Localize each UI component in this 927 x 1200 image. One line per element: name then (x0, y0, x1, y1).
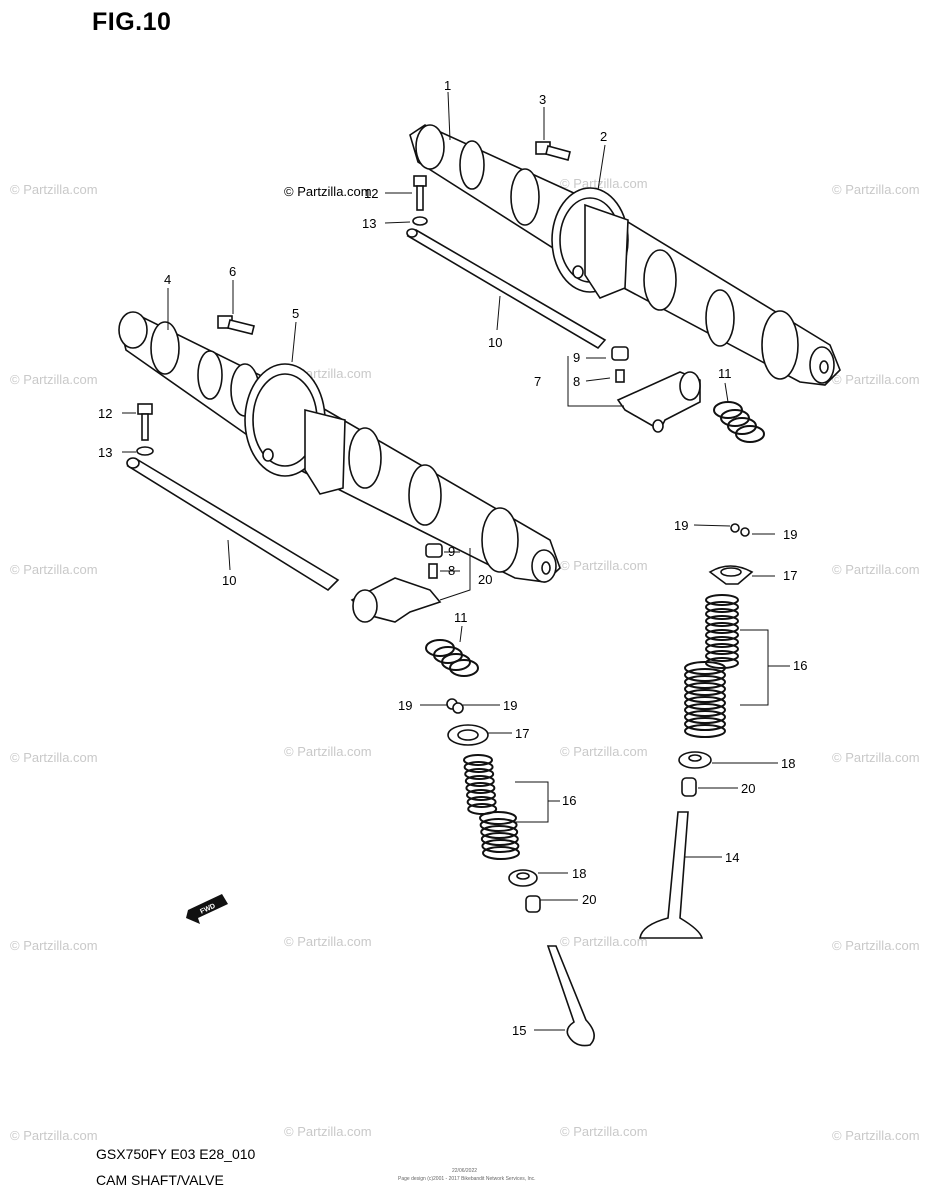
rocker-shaft-bolt-lower (136, 403, 154, 456)
watermark: © Partzilla.com (284, 934, 372, 949)
callout-16: 16 (562, 793, 576, 808)
watermark: © Partzilla.com (832, 182, 920, 197)
watermark: © Partzilla.com (832, 750, 920, 765)
callout-14: 14 (725, 850, 739, 865)
valve-cotters-left (446, 698, 464, 714)
forward-arrow-icon: FWD (186, 894, 228, 924)
section-name: CAM SHAFT/VALVE (96, 1172, 224, 1188)
callout-17: 17 (515, 726, 529, 741)
watermark: © Partzilla.com (10, 182, 98, 197)
callout-6: 6 (229, 264, 236, 279)
callout-11: 11 (718, 366, 732, 381)
callout-20: 20 (478, 572, 492, 587)
valve-left (546, 945, 595, 1047)
callout-15: 15 (512, 1023, 526, 1038)
rocker-shaft-bolt-upper (412, 175, 428, 226)
callout-13: 13 (362, 216, 376, 231)
watermark: © Partzilla.com (560, 176, 648, 191)
valve-retainer-right (708, 565, 754, 585)
rocker-spring-lower (425, 639, 479, 677)
watermark: © Partzilla.com (832, 562, 920, 577)
valve-cotters-right (730, 523, 750, 537)
callout-18: 18 (572, 866, 586, 881)
callout-11: 11 (454, 610, 468, 625)
model-code: GSX750FY E03 E28_010 (96, 1146, 256, 1162)
rocker-shaft-upper (406, 228, 607, 350)
watermarks: © Partzilla.com © Partzilla.com © Partzi… (10, 176, 920, 1143)
valve-seat-left (508, 869, 538, 887)
sprocket-bolt-upper (535, 141, 571, 161)
callout-9: 9 (448, 544, 455, 559)
watermark: © Partzilla.com (560, 934, 648, 949)
cam-sprocket-lower (244, 363, 346, 495)
callout-20: 20 (582, 892, 596, 907)
watermark: © Partzilla.com (284, 744, 372, 759)
callout-12: 12 (98, 406, 112, 421)
watermark: © Partzilla.com (560, 558, 648, 573)
callout-19: 19 (783, 527, 797, 542)
callout-4: 4 (164, 272, 171, 287)
watermark: © Partzilla.com (10, 938, 98, 953)
leader-lines (122, 91, 790, 1031)
copyright-mark: © Partzilla.com (284, 184, 372, 199)
figure-title: FIG.10 (92, 8, 172, 36)
footer-code: 22/06/2022 (452, 1168, 478, 1174)
callouts: 1 3 2 12 13 4 6 5 10 9 7 8 11 12 13 10 9… (98, 78, 807, 1038)
valve-springs-left (463, 754, 520, 860)
watermark: © Partzilla.com (10, 372, 98, 387)
callout-19: 19 (503, 698, 517, 713)
watermark: © Partzilla.com (560, 744, 648, 759)
rocker-arm-lower (350, 543, 443, 623)
valve-seal-left (525, 895, 541, 913)
valve-springs-right (684, 594, 739, 738)
watermark: © Partzilla.com (10, 750, 98, 765)
footer-copyright: Page design (c)2001 - 2017 Bikebandit Ne… (398, 1176, 536, 1182)
callout-9: 9 (573, 350, 580, 365)
valve-right (639, 811, 704, 939)
valve-seal-right (681, 777, 697, 797)
callout-2: 2 (600, 129, 607, 144)
callout-7: 7 (534, 374, 541, 389)
watermark: © Partzilla.com (284, 1124, 372, 1139)
callout-1: 1 (444, 78, 451, 93)
callout-19: 19 (674, 518, 688, 533)
callout-19: 19 (398, 698, 412, 713)
callout-8: 8 (448, 563, 455, 578)
callout-17: 17 (783, 568, 797, 583)
watermark: © Partzilla.com (832, 938, 920, 953)
callout-16: 16 (793, 658, 807, 673)
callout-12: 12 (364, 186, 378, 201)
cam-sprocket-upper (551, 187, 629, 299)
watermark: © Partzilla.com (832, 1128, 920, 1143)
callout-5: 5 (292, 306, 299, 321)
callout-8: 8 (573, 374, 580, 389)
valve-retainer-left (447, 724, 489, 746)
callout-10: 10 (222, 573, 236, 588)
valve-seat-right (678, 751, 712, 769)
rocker-spring-upper (713, 401, 765, 443)
callout-3: 3 (539, 92, 546, 107)
rocker-shaft-lower (126, 457, 340, 592)
rocker-arm-upper (611, 346, 701, 433)
watermark: © Partzilla.com (560, 1124, 648, 1139)
sprocket-bolt-lower (217, 315, 255, 335)
callout-18: 18 (781, 756, 795, 771)
callout-13: 13 (98, 445, 112, 460)
watermark: © Partzilla.com (10, 562, 98, 577)
callout-20: 20 (741, 781, 755, 796)
watermark: © Partzilla.com (10, 1128, 98, 1143)
callout-10: 10 (488, 335, 502, 350)
watermark: © Partzilla.com (832, 372, 920, 387)
